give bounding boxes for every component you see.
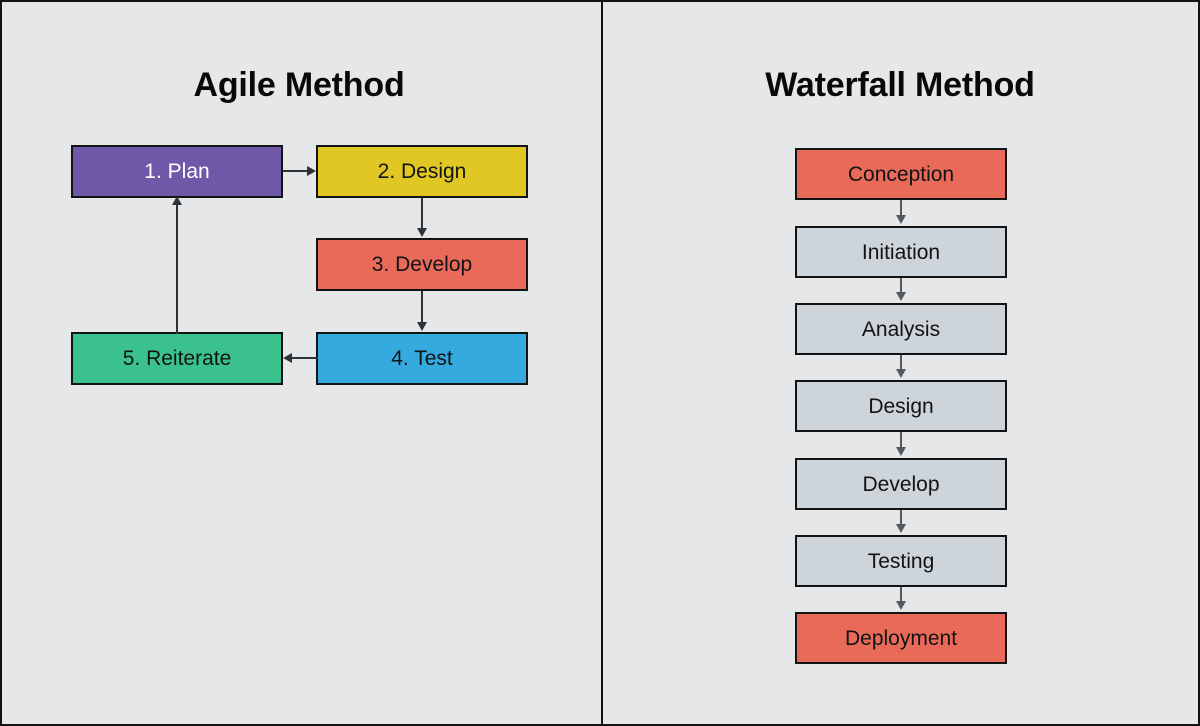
waterfall-node-conception-label: Conception bbox=[847, 162, 955, 186]
waterfall-edge-develop-to-testing bbox=[900, 510, 902, 527]
waterfall-edge-testing-to-deployment-arrowhead bbox=[896, 601, 906, 610]
waterfall-edge-design-to-develop-arrowhead bbox=[896, 447, 906, 456]
agile-edge-test-to-reiterate bbox=[292, 357, 318, 359]
waterfall-edge-conception-to-initiation bbox=[900, 200, 902, 218]
agile-edge-design-to-develop-arrowhead bbox=[417, 228, 427, 237]
waterfall-edge-conception-to-initiation-arrowhead bbox=[896, 215, 906, 224]
waterfall-edge-analysis-to-design bbox=[900, 355, 902, 372]
waterfall-node-analysis-label: Analysis bbox=[861, 317, 941, 341]
waterfall-node-initiation-label: Initiation bbox=[861, 240, 941, 264]
waterfall-edge-testing-to-deployment bbox=[900, 587, 902, 604]
waterfall-node-deployment-label: Deployment bbox=[844, 626, 958, 650]
agile-node-develop[interactable]: 3. Develop bbox=[316, 238, 528, 291]
waterfall-node-develop[interactable]: Develop bbox=[795, 458, 1007, 510]
agile-node-develop-label: 3. Develop bbox=[371, 253, 473, 276]
waterfall-node-analysis[interactable]: Analysis bbox=[795, 303, 1007, 355]
waterfall-edge-develop-to-testing-arrowhead bbox=[896, 524, 906, 533]
waterfall-node-design[interactable]: Design bbox=[795, 380, 1007, 432]
waterfall-node-testing-label: Testing bbox=[867, 549, 935, 573]
waterfall-edge-initiation-to-analysis bbox=[900, 278, 902, 295]
waterfall-node-conception[interactable]: Conception bbox=[795, 148, 1007, 200]
agile-node-test[interactable]: 4. Test bbox=[316, 332, 528, 385]
agile-node-reiterate[interactable]: 5. Reiterate bbox=[71, 332, 283, 385]
agile-node-plan-label: 1. Plan bbox=[144, 160, 210, 183]
agile-edge-design-to-develop bbox=[421, 198, 423, 230]
waterfall-node-develop-label: Develop bbox=[862, 472, 940, 496]
waterfall-node-design-label: Design bbox=[868, 394, 934, 418]
waterfall-node-initiation[interactable]: Initiation bbox=[795, 226, 1007, 278]
waterfall-panel-title: Waterfall Method bbox=[765, 66, 1035, 104]
agile-edge-test-to-reiterate-arrowhead bbox=[283, 353, 292, 363]
agile-node-design[interactable]: 2. Design bbox=[316, 145, 528, 198]
waterfall-node-deployment[interactable]: Deployment bbox=[795, 612, 1007, 664]
panel-divider bbox=[601, 2, 603, 724]
waterfall-edge-analysis-to-design-arrowhead bbox=[896, 369, 906, 378]
agile-node-test-label: 4. Test bbox=[391, 347, 453, 370]
waterfall-edge-initiation-to-analysis-arrowhead bbox=[896, 292, 906, 301]
agile-edge-plan-to-design bbox=[283, 170, 310, 172]
agile-node-reiterate-label: 5. Reiterate bbox=[122, 347, 232, 370]
agile-node-plan[interactable]: 1. Plan bbox=[71, 145, 283, 198]
waterfall-node-testing[interactable]: Testing bbox=[795, 535, 1007, 587]
agile-panel-title: Agile Method bbox=[193, 66, 405, 104]
agile-edge-reiterate-to-plan bbox=[176, 204, 178, 334]
waterfall-edge-design-to-develop bbox=[900, 432, 902, 450]
agile-edge-plan-to-design-arrowhead bbox=[307, 166, 316, 176]
agile-edge-develop-to-test-arrowhead bbox=[417, 322, 427, 331]
agile-node-design-label: 2. Design bbox=[377, 160, 467, 183]
agile-edge-develop-to-test bbox=[421, 291, 423, 324]
agile-edge-reiterate-to-plan-arrowhead bbox=[172, 196, 182, 205]
